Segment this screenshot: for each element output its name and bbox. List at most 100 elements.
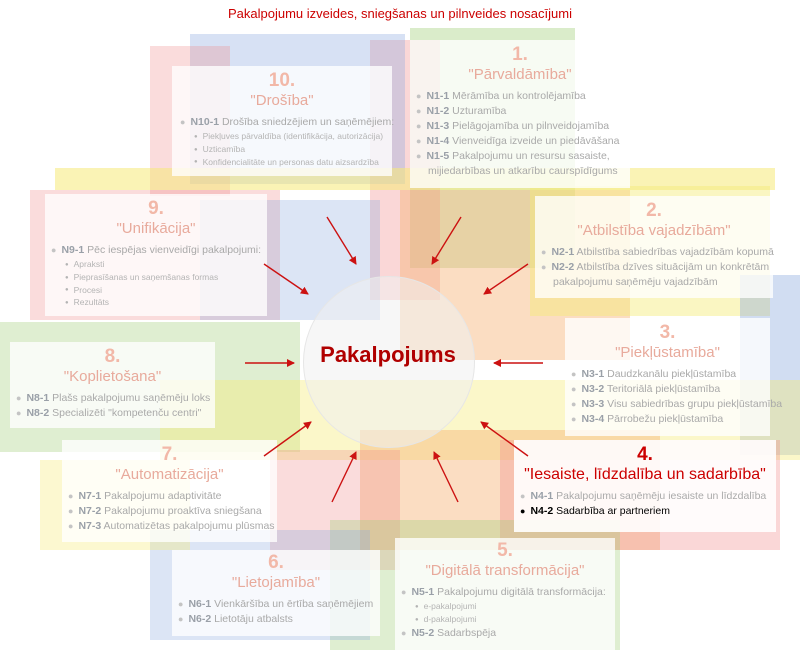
bullet-icon: ● [180, 117, 186, 127]
bullet-icon: ● [401, 587, 407, 597]
bullet-icon: ● [571, 369, 577, 379]
bullet-icon: ● [51, 245, 57, 255]
arrow-from-box-10 [326, 216, 357, 265]
bullet-icon: ● [416, 91, 422, 101]
requirement-item-continued: mijiedarbības un atkarību caurspīdīgums [428, 165, 618, 177]
requirement-item: ●N7-1 Pakalpojumu adaptivitāte [68, 490, 222, 502]
box-number: 1. [512, 44, 528, 65]
arrow-from-box-7 [263, 421, 312, 457]
arrow-from-box-9 [263, 263, 309, 295]
bullet-icon: ● [178, 599, 184, 609]
requirement-item: ●N1-5 Pakalpojumu un resursu sasaiste, [416, 150, 610, 162]
bullet-icon: ● [571, 414, 577, 424]
sub-item: Pieprasīšanas un saņemšanas formas [51, 271, 261, 284]
box-8-koplietosana: 8. "Koplietošana" ●N8-1 Plašs pakalpojum… [10, 342, 215, 428]
bullet-icon: ● [520, 491, 526, 501]
bullet-icon: ● [416, 136, 422, 146]
requirement-item: ●N6-1 Vienkāršība un ērtība saņēmējiem [178, 598, 374, 610]
sub-item: Uzticamība [180, 143, 384, 156]
diagram-title: Pakalpojumu izveides, sniegšanas un piln… [228, 6, 572, 21]
box-title: "Iesaiste, līdzdalība un sadarbība" [524, 466, 766, 483]
requirement-item: ●N3-3 Visu sabiedrības grupu piekļūstamī… [571, 398, 783, 410]
bullet-icon: ● [416, 121, 422, 131]
bullet-icon: ● [571, 399, 577, 409]
bullet-icon: ● [178, 614, 184, 624]
requirement-item: ●N3-2 Teritoriālā piekļūstamība [571, 383, 721, 395]
box-10-drosiba: 10. "Drošība" ●N10-1 Drošība sniedzējiem… [172, 66, 395, 176]
requirement-item: ●N1-2 Uzturamība [416, 105, 507, 117]
bullet-icon: ● [68, 521, 74, 531]
requirement-item: ●N5-1 Pakalpojumu digitālā transformācij… [401, 586, 606, 598]
box-title: "Koplietošana" [63, 368, 162, 385]
requirement-item-continued: pakalpojumu saņēmēju vajadzībām [553, 276, 718, 288]
box-number: 2. [646, 200, 662, 221]
sub-item: Apraksti [51, 258, 261, 271]
arrow-from-box-2 [483, 263, 529, 295]
box-title: "Pārvaldāmība" [468, 66, 572, 83]
box-title: "Digitālā transformācija" [425, 562, 585, 579]
box-9-unifikacija: 9. "Unifikācija" ●N9-1 Pēc iespējas vien… [45, 194, 267, 316]
box-title: "Atbilstība vajadzībām" [577, 222, 731, 239]
sub-item: Rezultāts [51, 296, 261, 309]
requirement-item: ●N5-2 Sadarbspēja [401, 626, 497, 639]
box-title: "Piekļūstamība" [615, 344, 720, 361]
center-label: Pakalpojums [320, 342, 456, 367]
requirement-item: ●N10-1 Drošība sniedzējiem un saņēmējiem… [180, 116, 395, 128]
box-7-automatizacija: 7. "Automatizācija" ●N7-1 Pakalpojumu ad… [62, 440, 277, 542]
box-number: 5. [497, 540, 513, 561]
box-5-digitala-transformacija: 5. "Digitālā transformācija" ●N5-1 Pakal… [395, 538, 615, 650]
bullet-icon: ● [520, 506, 526, 516]
requirement-item: ●N1-3 Pielāgojamība un pilnveidojamība [416, 120, 610, 132]
box-number: 4. [637, 444, 653, 465]
requirement-item: ●N3-4 Pārrobežu piekļūstamība [571, 413, 724, 425]
box-3-piekljustamiba: 3. "Piekļūstamība" ●N3-1 Daudzkanālu pie… [565, 318, 783, 436]
center-circle [303, 276, 475, 448]
bullet-icon: ● [68, 506, 74, 516]
requirement-item: ●N2-2 Atbilstība dzīves situācijām un ko… [541, 261, 770, 273]
sub-item: d-pakalpojumi [401, 613, 609, 626]
requirement-item: ●N3-1 Daudzkanālu piekļūstamība [571, 368, 737, 380]
sub-item: Procesi [51, 284, 261, 297]
requirement-item: ●N1-4 Vienveidīga izveide un piedāvāšana [416, 135, 620, 147]
sub-item: Konfidencialitāte un personas datu aizsa… [180, 156, 384, 169]
bullet-icon: ● [68, 491, 74, 501]
bullet-icon: ● [416, 151, 422, 161]
arrow-from-box-1 [431, 216, 462, 265]
box-number: 10. [268, 70, 296, 91]
bullet-icon: ● [416, 106, 422, 116]
arrow-from-box-6 [331, 451, 357, 503]
sub-item: Piekļuves pārvaldība (identifikācija, au… [180, 130, 384, 143]
box-number: 8. [104, 346, 121, 367]
sub-item: e-pakalpojumi [401, 600, 609, 613]
bullet-icon: ● [541, 262, 547, 272]
requirement-item: ●N9-1 Pēc iespējas vienveidīgi pakalpoju… [51, 244, 262, 256]
requirement-item: ●N8-1 Plašs pakalpojumu saņēmēju loks [16, 392, 211, 404]
requirement-item: ●N7-2 Pakalpojumu proaktīva sniegšana [68, 505, 262, 517]
box-title: "Automatizācija" [115, 466, 224, 483]
bullet-icon: ● [16, 393, 22, 403]
box-title: "Lietojamība" [231, 574, 321, 591]
requirement-item: ●N2-1 Atbilstība sabiedrības vajadzībām … [541, 246, 774, 258]
requirement-item: ●N1-1 Mērāmība un kontrolējamība [416, 90, 586, 102]
requirement-item: ●N7-3 Automatizētas pakalpojumu plūsmas [68, 520, 275, 532]
box-number: 9. [148, 198, 164, 219]
box-number: 7. [161, 444, 178, 465]
box-title: "Unifikācija" [116, 220, 196, 237]
arrow-from-box-4 [480, 421, 529, 457]
box-6-lietojamiba: 6. "Lietojamība" ●N6-1 Vienkāršība un ēr… [172, 550, 380, 636]
bullet-icon: ● [401, 627, 407, 638]
box-title: "Drošība" [250, 92, 314, 109]
requirement-item: ●N6-2 Lietotāju atbalsts [178, 613, 293, 625]
bullet-icon: ● [541, 247, 547, 257]
bullet-icon: ● [16, 408, 22, 418]
box-2-atbilstiba: 2. "Atbilstība vajadzībām" ●N2-1 Atbilst… [535, 196, 774, 298]
bullet-icon: ● [571, 384, 577, 394]
box-1-parvaldamiba: 1. "Pārvaldāmība" ●N1-1 Mērāmība un kont… [410, 40, 630, 188]
box-number: 6. [268, 552, 284, 573]
arrow-from-box-5 [433, 451, 459, 503]
requirement-item: ●N4-1 Pakalpojumu saņēmēju iesaiste un l… [520, 490, 767, 502]
box-number: 3. [659, 322, 676, 343]
box-4-iesaiste-active: 4. "Iesaiste, līdzdalība un sadarbība" ●… [514, 440, 776, 532]
requirement-item: ●N8-2 Specializēti "kompetenču centri" [16, 407, 202, 419]
